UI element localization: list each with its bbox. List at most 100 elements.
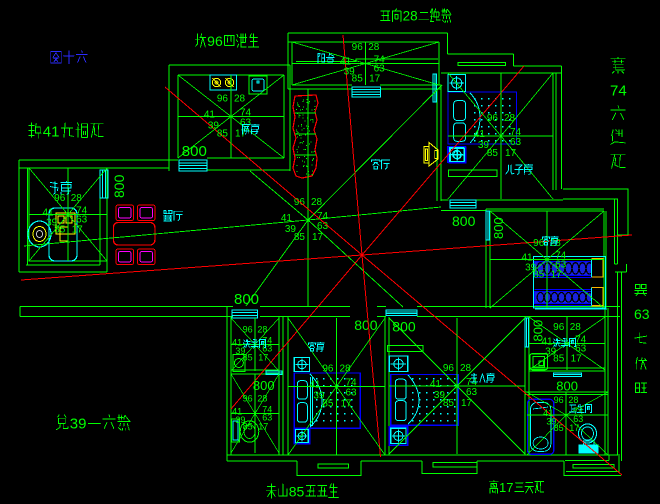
svg-text:39: 39 <box>70 415 87 432</box>
svg-text:63: 63 <box>262 413 272 423</box>
svg-text:74: 74 <box>76 206 88 217</box>
svg-text:17: 17 <box>551 270 563 281</box>
svg-text:74: 74 <box>575 335 587 346</box>
svg-text:39: 39 <box>285 224 297 235</box>
svg-text:39: 39 <box>478 140 490 151</box>
svg-text:85: 85 <box>352 74 364 85</box>
svg-text:800: 800 <box>556 379 578 394</box>
svg-text:63: 63 <box>575 344 587 355</box>
svg-text:17: 17 <box>505 148 517 159</box>
svg-text:63: 63 <box>555 260 567 271</box>
svg-text:28: 28 <box>71 193 83 204</box>
svg-text:17: 17 <box>72 225 84 236</box>
svg-text:74: 74 <box>346 378 358 389</box>
svg-text:17: 17 <box>258 353 268 363</box>
svg-text:96: 96 <box>217 94 229 105</box>
svg-text:85: 85 <box>554 423 564 433</box>
svg-text:63: 63 <box>346 388 358 399</box>
svg-text:800: 800 <box>452 213 476 229</box>
svg-text:96: 96 <box>243 394 253 404</box>
svg-text:17: 17 <box>235 129 247 140</box>
svg-text:41: 41 <box>521 252 533 263</box>
svg-text:63: 63 <box>317 221 329 232</box>
svg-text:39: 39 <box>235 415 245 425</box>
svg-text:63: 63 <box>262 344 272 354</box>
svg-text:800: 800 <box>392 319 416 335</box>
svg-text:41: 41 <box>43 123 60 140</box>
svg-text:41: 41 <box>430 379 442 390</box>
svg-text:85: 85 <box>553 354 565 365</box>
svg-text:28: 28 <box>257 394 267 404</box>
svg-text:85: 85 <box>533 270 545 281</box>
svg-text:85: 85 <box>289 483 305 499</box>
svg-text:63: 63 <box>466 387 478 398</box>
svg-text:39: 39 <box>546 417 556 427</box>
svg-text:85: 85 <box>322 399 334 410</box>
svg-text:41: 41 <box>541 336 553 347</box>
svg-text:28: 28 <box>234 94 246 105</box>
svg-text:800: 800 <box>234 291 259 308</box>
svg-text:85: 85 <box>443 398 455 409</box>
svg-text:96: 96 <box>243 325 253 335</box>
svg-text:63: 63 <box>510 137 522 148</box>
svg-text:28: 28 <box>504 113 516 124</box>
svg-text:74: 74 <box>466 377 478 388</box>
svg-text:85: 85 <box>487 148 499 159</box>
svg-text:17: 17 <box>369 74 381 85</box>
svg-text:74: 74 <box>555 251 567 262</box>
svg-text:63: 63 <box>634 306 650 322</box>
svg-text:96: 96 <box>553 322 565 333</box>
svg-text:74: 74 <box>262 405 272 415</box>
svg-text:41: 41 <box>474 129 486 140</box>
svg-text:96: 96 <box>487 113 499 124</box>
svg-text:74: 74 <box>610 82 627 99</box>
svg-text:41: 41 <box>42 207 54 218</box>
svg-text:96: 96 <box>54 193 66 204</box>
svg-text:39: 39 <box>525 262 537 273</box>
svg-text:63: 63 <box>76 215 88 226</box>
svg-text:39: 39 <box>344 66 356 77</box>
svg-text:28: 28 <box>568 395 578 405</box>
svg-text:41: 41 <box>309 380 321 391</box>
svg-text:74: 74 <box>262 336 272 346</box>
svg-text:17: 17 <box>499 480 513 495</box>
svg-text:96: 96 <box>443 363 455 374</box>
svg-text:96: 96 <box>352 42 364 53</box>
svg-text:39: 39 <box>235 346 245 356</box>
svg-text:39: 39 <box>434 390 446 401</box>
svg-text:85: 85 <box>243 422 253 432</box>
svg-text:74: 74 <box>240 108 252 119</box>
svg-text:74: 74 <box>573 406 583 416</box>
svg-text:28: 28 <box>368 42 380 53</box>
svg-text:17: 17 <box>571 354 583 365</box>
svg-text:41: 41 <box>232 337 242 347</box>
svg-text:17: 17 <box>461 398 473 409</box>
svg-text:800: 800 <box>354 317 378 333</box>
svg-text:17: 17 <box>258 422 268 432</box>
svg-text:63: 63 <box>573 414 583 424</box>
svg-text:85: 85 <box>243 353 253 363</box>
svg-text:96: 96 <box>294 197 306 208</box>
svg-text:17: 17 <box>341 399 353 410</box>
svg-text:39: 39 <box>545 346 557 357</box>
svg-text:96: 96 <box>322 364 334 375</box>
svg-text:39: 39 <box>46 217 58 228</box>
svg-text:800: 800 <box>253 378 275 393</box>
svg-text:96: 96 <box>554 395 564 405</box>
svg-text:96: 96 <box>207 33 223 49</box>
svg-text:85: 85 <box>217 129 229 140</box>
svg-text:28: 28 <box>257 325 267 335</box>
svg-text:96: 96 <box>533 238 545 249</box>
svg-text:41: 41 <box>543 408 553 418</box>
svg-text:39: 39 <box>313 391 325 402</box>
svg-text:800: 800 <box>182 143 207 160</box>
svg-text:63: 63 <box>374 64 386 75</box>
svg-text:800: 800 <box>111 174 127 198</box>
svg-text:41: 41 <box>232 406 242 416</box>
svg-text:85: 85 <box>294 232 306 243</box>
svg-text:17: 17 <box>569 423 579 433</box>
svg-text:28: 28 <box>311 197 323 208</box>
svg-text:28: 28 <box>570 322 582 333</box>
svg-text:800: 800 <box>531 320 546 342</box>
svg-text:63: 63 <box>240 118 252 129</box>
